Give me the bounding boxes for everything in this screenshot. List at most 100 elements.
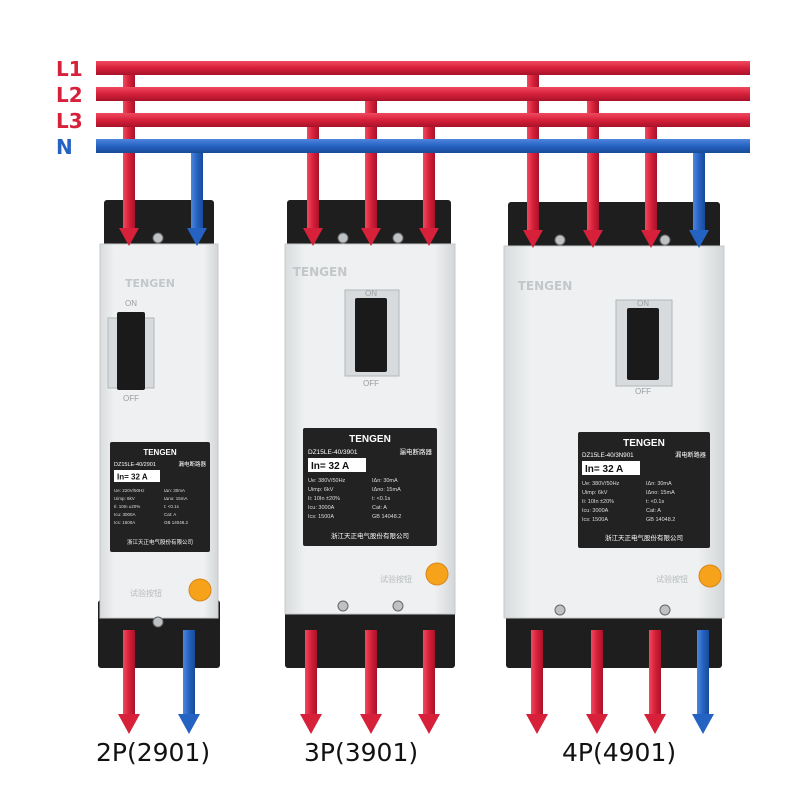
off-marking: OFF [123, 394, 139, 403]
arrow-down [526, 714, 548, 734]
arrow-down [644, 714, 666, 734]
busbar-n [96, 139, 750, 153]
wire-feed-neutral [693, 148, 705, 230]
spec-grid: Ue: 380V/50Hz IΔn: 30mA Uimp: 6kV IΔno: … [308, 478, 401, 520]
label-type: 漏电断路器 [178, 460, 206, 468]
breaker-housing [99, 243, 219, 619]
spec-cell: Ics: 1500A [582, 517, 608, 523]
test-button[interactable] [188, 578, 212, 602]
spec-cell: GB 14048.2 [164, 520, 189, 525]
spec-cell: Ics: 1500A [114, 520, 135, 525]
label-model: DZ15LE-40/3N901 [582, 452, 634, 459]
on-marking: ON [365, 289, 377, 298]
arrow-down [418, 714, 440, 734]
spec-cell: IΔn: 30mA [646, 481, 672, 487]
spec-cell: Icu: 3000A [114, 512, 136, 517]
spec-cell: Ii: 10In ±20% [582, 499, 614, 505]
busbar-l1 [96, 61, 750, 75]
toggle-handle[interactable] [355, 298, 387, 372]
label-type: 漏电断路器 [400, 447, 433, 456]
rating-value: In= 32 A [311, 461, 349, 472]
on-marking: ON [637, 299, 649, 308]
label-type: 漏电断路器 [675, 451, 707, 459]
spec-cell: Ii: 10In ±20% [114, 504, 140, 509]
arrow-down [118, 714, 140, 734]
screw [337, 600, 349, 612]
breaker-4p: TENGEN ON OFF TENGEN DZ15LE-40/3N901 漏电断… [503, 202, 725, 668]
label-maker: 浙江天正电气股份有限公司 [127, 538, 193, 546]
test-marking: 试验按钮 [130, 588, 162, 598]
toggle-handle[interactable] [117, 312, 145, 390]
spec-cell: Ue: 220V/50Hz [114, 488, 145, 493]
rating-label [303, 428, 437, 546]
busbar-l2 [96, 87, 750, 101]
spec-cell: Cat: A [372, 505, 387, 511]
off-marking: OFF [363, 379, 379, 388]
housing-brand: TENGEN [293, 265, 348, 279]
spec-cell: GB 14048.2 [646, 517, 675, 523]
breaker-3p: TENGEN ON OFF TENGEN DZ15LE-40/3901 漏电断路… [284, 200, 456, 668]
bus-label-l1: L1 [56, 57, 83, 81]
toggle-handle[interactable] [627, 308, 659, 380]
breaker-2p: TENGEN ON OFF TENGEN DZ15LE-40/2901 漏电断路… [98, 200, 220, 668]
caption-3p: 3P(3901) [304, 738, 419, 767]
label-brand: TENGEN [143, 448, 177, 457]
spec-cell: Icu: 3000A [308, 505, 335, 511]
label-maker: 浙江天正电气股份有限公司 [605, 533, 683, 542]
test-button[interactable] [698, 564, 722, 588]
rating-value: In= 32 A [585, 464, 623, 475]
wire-feed-neutral [191, 148, 203, 228]
wire-feed-phase [365, 94, 377, 228]
spec-cell: Ue: 380V/50Hz [308, 478, 346, 484]
test-button[interactable] [425, 562, 449, 586]
test-marking: 试验按钮 [380, 574, 412, 584]
screw [392, 600, 404, 612]
screw [659, 234, 671, 246]
spec-cell: IΔno: 15mA [372, 487, 401, 493]
screw [152, 232, 164, 244]
off-marking: OFF [635, 387, 651, 396]
arrow-down [641, 230, 661, 248]
screw [337, 232, 349, 244]
wire-load-neutral [183, 630, 195, 716]
top-terminal-block [508, 202, 720, 250]
spec-cell: t: <0.1s [646, 499, 664, 505]
wire-load-phase [649, 630, 661, 716]
spec-cell: IΔn: 30mA [164, 488, 185, 493]
label-brand: TENGEN [349, 434, 391, 445]
spec-cell: IΔno: 15mA [646, 490, 675, 496]
screw [392, 232, 404, 244]
bus-label-l3: L3 [56, 109, 83, 133]
rating-box [114, 470, 160, 482]
label-model: DZ15LE-40/3901 [308, 449, 358, 456]
rating-value: In= 32 A [117, 473, 148, 482]
wire-feed-phase [645, 120, 657, 230]
arrow-down [361, 228, 381, 246]
wire-feed-phase [307, 120, 319, 228]
label-maker: 浙江天正电气股份有限公司 [331, 531, 409, 540]
wire-load-phase [423, 630, 435, 716]
wire-load-phase [305, 630, 317, 716]
bus-label-l2: L2 [56, 83, 83, 107]
label-brand: TENGEN [623, 438, 665, 449]
busbar-l3 [96, 113, 750, 127]
spec-cell: Uimp: 6kV [308, 487, 334, 493]
spec-cell: Cat: A [164, 512, 176, 517]
wire-load-phase [123, 630, 135, 716]
caption-4p: 4P(4901) [562, 738, 677, 767]
spec-cell: Icu: 3000A [582, 508, 609, 514]
label-model: DZ15LE-40/2901 [114, 462, 156, 468]
test-marking: 试验按钮 [656, 574, 688, 584]
arrow-down [360, 714, 382, 734]
spec-grid: Ue: 220V/50Hz IΔn: 30mA Uimp: 6kV IΔno: … [114, 488, 189, 525]
caption-2p: 2P(2901) [96, 738, 211, 767]
arrow-down [692, 714, 714, 734]
screw [554, 604, 566, 616]
arrow-down [586, 714, 608, 734]
arrow-down [300, 714, 322, 734]
spec-cell: Uimp: 6kV [582, 490, 608, 496]
spec-cell: t: <0.1s [372, 496, 390, 502]
arrow-down [583, 230, 603, 248]
wiring [118, 70, 714, 734]
